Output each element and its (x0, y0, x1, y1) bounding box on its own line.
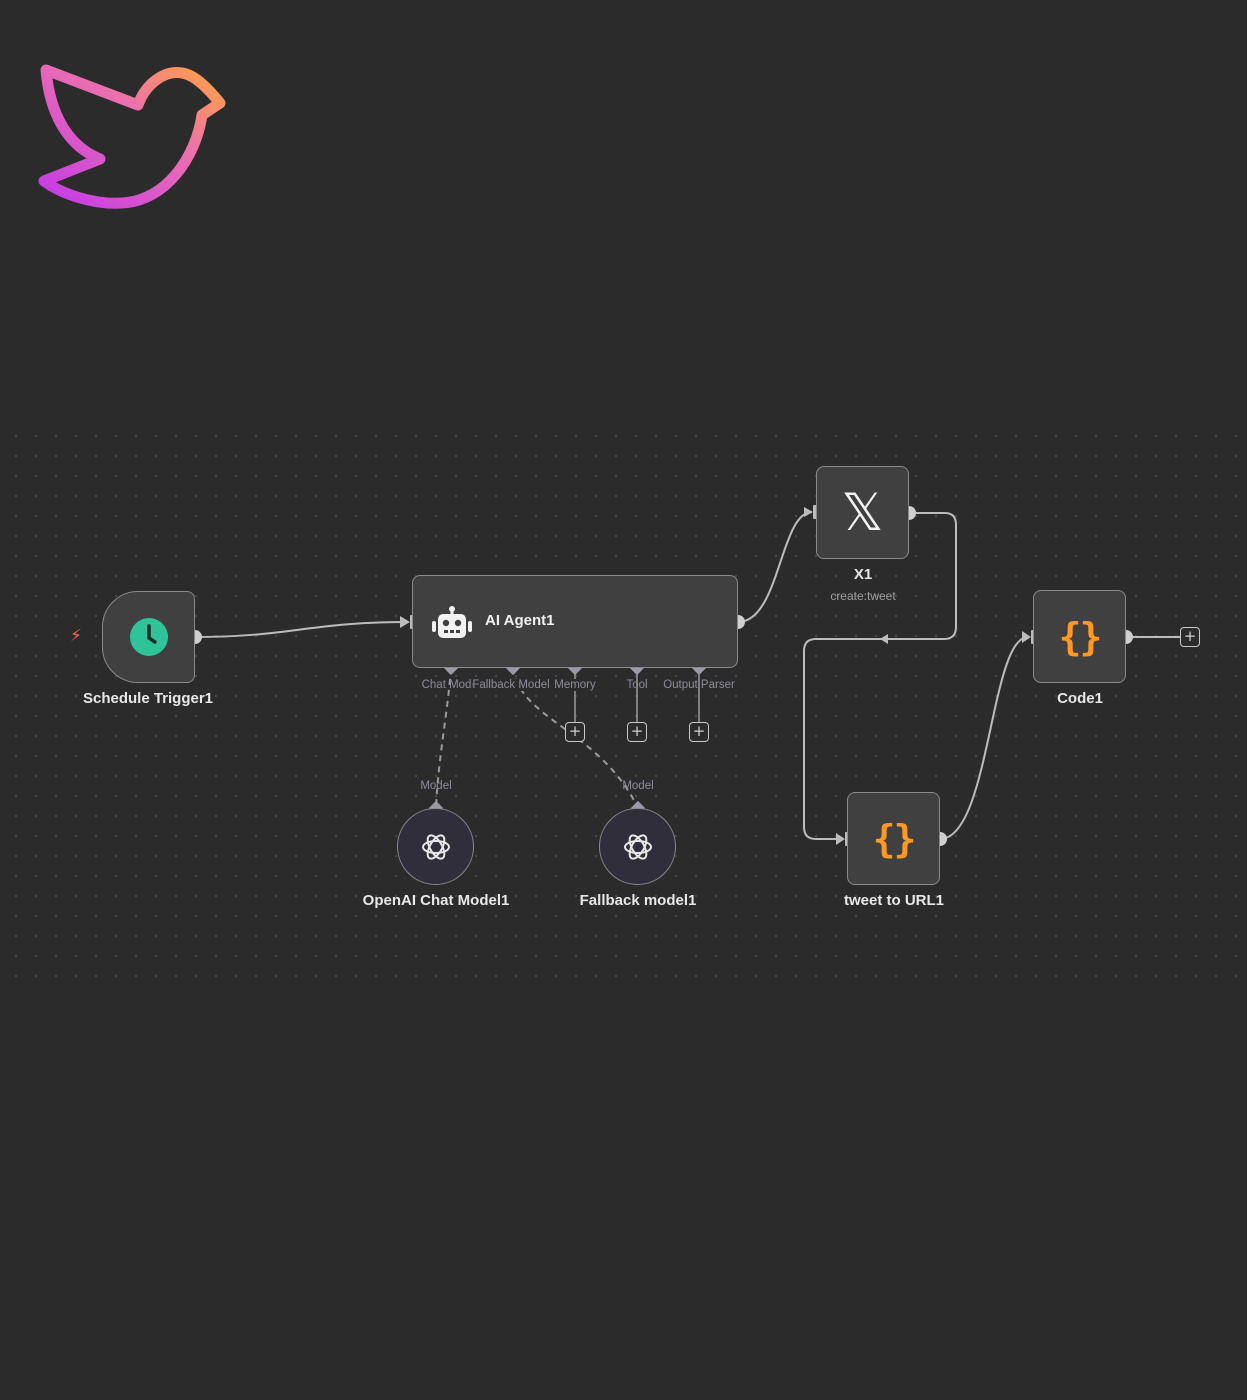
x1-label: X1 (853, 566, 873, 583)
add-memory-button[interactable]: + (565, 722, 585, 742)
fallback-model-label: Fallback model1 (579, 892, 697, 909)
schedule-trigger-label: Schedule Trigger1 (82, 690, 214, 707)
add-tool-button[interactable]: + (627, 722, 647, 742)
fallback-model-port-label: Model (622, 780, 654, 792)
trigger-bolt-icon: ⚡ (70, 626, 82, 645)
code-braces-icon: {} (872, 816, 917, 861)
add-node-button[interactable]: + (1180, 627, 1200, 647)
code1-node[interactable]: {} (1033, 590, 1126, 683)
openai-icon (623, 833, 652, 860)
port-tool: Tool (626, 679, 648, 691)
code1-label: Code1 (1057, 690, 1103, 707)
openai-model-port-label: Model (420, 780, 452, 792)
bird-logo-icon (38, 64, 226, 209)
tweet-to-url-node[interactable]: {} (847, 792, 940, 885)
port-output-parser: Output Parser (663, 679, 735, 691)
x1-node[interactable]: 𝕏 (816, 466, 909, 559)
add-output-parser-button[interactable]: + (689, 722, 709, 742)
clock-icon (129, 618, 168, 656)
x1-subtitle: create:tweet (830, 589, 896, 603)
openai-chat-model-node[interactable] (397, 808, 474, 885)
port-chat-model: Chat Model (421, 679, 481, 691)
robot-icon (432, 606, 472, 638)
port-fallback-model: Fallback Model (472, 679, 550, 691)
tweet-to-url-label: tweet to URL1 (843, 892, 945, 909)
port-memory: Memory (554, 679, 596, 691)
schedule-trigger-node[interactable] (102, 591, 195, 683)
fallback-model-node[interactable] (599, 808, 676, 885)
ai-agent-title: AI Agent1 (485, 612, 555, 629)
x-logo-icon: 𝕏 (841, 482, 884, 543)
ai-agent-node[interactable]: AI Agent1 (412, 575, 738, 668)
code-braces-icon: {} (1058, 614, 1103, 659)
openai-chat-model-label: OpenAI Chat Model1 (362, 892, 510, 909)
openai-icon (421, 833, 450, 860)
